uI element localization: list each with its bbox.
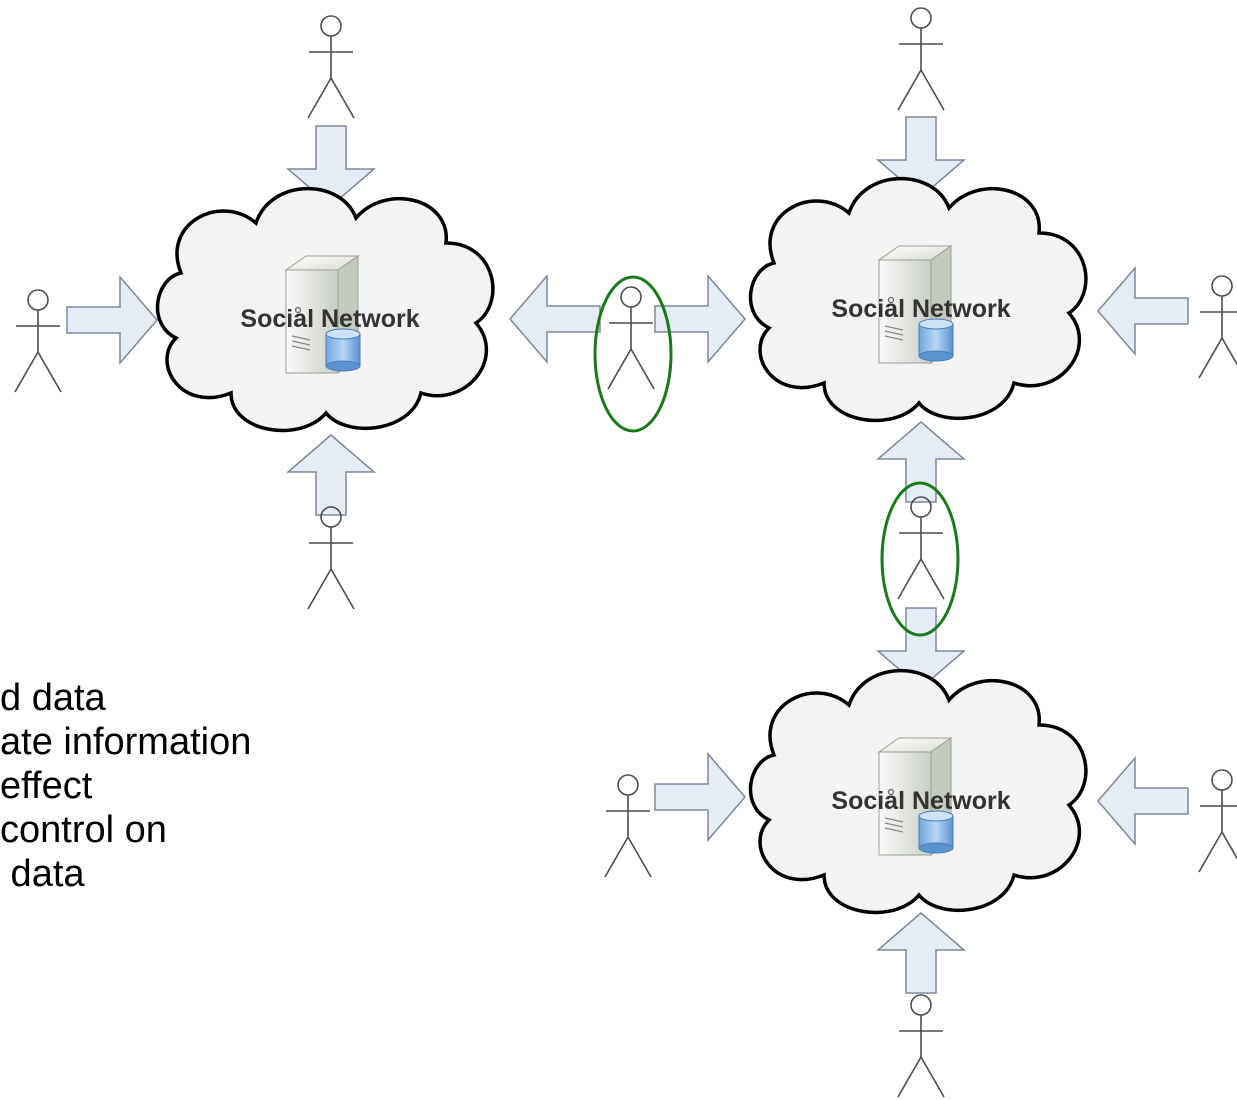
bridge-user-highlight — [880, 481, 960, 637]
actor-icon — [604, 774, 652, 878]
social-network-cloud-left: Social Network — [155, 186, 495, 433]
social-network-cloud-top-right: Social Network — [748, 176, 1088, 423]
social-network-cloud-bottom-right: Social Network — [748, 668, 1088, 915]
arrow-icon — [66, 276, 158, 364]
arrow-icon — [1097, 267, 1189, 355]
arrow-icon — [877, 912, 965, 994]
bullet-line: d data — [0, 677, 106, 719]
bullet-line: ate information — [0, 721, 252, 763]
cloud-label: Social Network — [831, 787, 1010, 815]
actor-icon — [1198, 275, 1237, 379]
actor-icon — [897, 994, 945, 1098]
arrow-icon — [509, 275, 601, 363]
actor-icon — [14, 289, 62, 393]
actor-icon — [307, 506, 355, 610]
bullet-list: d data ate information effect control on… — [0, 676, 251, 896]
actor-icon — [307, 15, 355, 119]
bullet-line: control on — [0, 809, 167, 851]
actor-icon — [897, 496, 945, 600]
actor-icon — [607, 286, 655, 390]
actor-icon — [897, 7, 945, 111]
actor-icon — [1198, 769, 1237, 873]
bullet-line: data — [0, 853, 85, 895]
bullet-line: effect — [0, 765, 93, 807]
cloud-label: Social Network — [831, 295, 1010, 323]
arrow-icon — [877, 421, 965, 503]
arrow-icon — [287, 434, 375, 516]
arrow-icon — [1097, 757, 1189, 845]
cloud-label: Social Network — [240, 305, 419, 333]
bridge-user-highlight — [593, 275, 673, 433]
arrow-icon — [654, 753, 746, 841]
